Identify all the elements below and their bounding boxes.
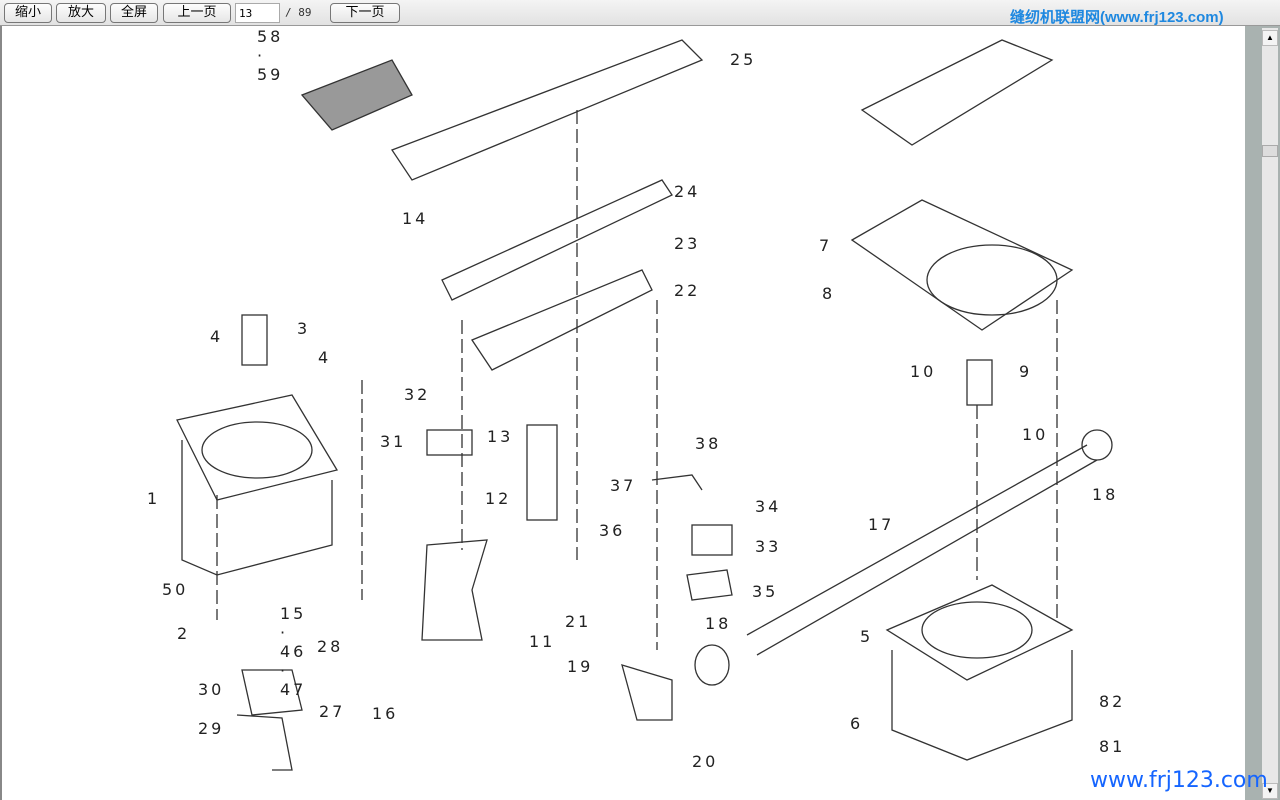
- part-label: 33: [755, 537, 782, 556]
- motor-1-top: [176, 394, 339, 501]
- part-label: 28: [317, 637, 344, 656]
- plate-top-right-part: [860, 39, 1054, 146]
- document-viewer[interactable]: 58 · 59 25 24 14 23 22 7 8 3 4 4 10 9 10…: [0, 26, 1245, 800]
- part-label: 10: [910, 362, 937, 381]
- part-label: 16: [372, 704, 399, 723]
- part-label: 34: [755, 497, 782, 516]
- part-label: 7: [819, 236, 833, 255]
- part-label: 29: [198, 719, 225, 738]
- grid-plate-part: [300, 59, 413, 131]
- part-label: 3: [297, 319, 311, 338]
- motor-5-top: [885, 584, 1074, 681]
- part-label: 1: [147, 489, 161, 508]
- throat-plate-part: [391, 39, 704, 181]
- fullscreen-button[interactable]: 全屏: [110, 3, 158, 23]
- page-number-input[interactable]: [235, 3, 280, 23]
- part-label: 5: [860, 627, 874, 646]
- part-label: 6: [850, 714, 864, 733]
- part-label: 30: [198, 680, 225, 699]
- part-label: 18: [705, 614, 732, 633]
- parts-diagram: [176, 39, 1113, 771]
- part-label: 20: [692, 752, 719, 771]
- part-label: 58 · 59: [257, 27, 284, 84]
- arm-11-part: [421, 539, 488, 641]
- part-label: 9: [1019, 362, 1033, 381]
- part-label: 36: [599, 521, 626, 540]
- part-label: 10: [1022, 425, 1049, 444]
- part-label: 18: [1092, 485, 1119, 504]
- part-label: 11: [529, 632, 556, 651]
- vertical-scrollbar[interactable]: [1262, 28, 1278, 798]
- part-label: 81: [1099, 737, 1126, 756]
- part-label: 15 · 46 · 47: [280, 604, 307, 699]
- part-label: 37: [610, 476, 637, 495]
- site-title[interactable]: 缝纫机联盟网(www.frj123.com): [1010, 9, 1224, 26]
- total-pages: / 89: [285, 6, 312, 19]
- scroll-down-arrow-icon[interactable]: ▼: [1262, 783, 1278, 799]
- part-label: 8: [822, 284, 836, 303]
- part-label: 4: [210, 327, 224, 346]
- next-page-button[interactable]: 下一页: [330, 3, 400, 23]
- scrollbar-thumb[interactable]: [1262, 145, 1278, 157]
- part-label: 24: [674, 182, 701, 201]
- part-label: 38: [695, 434, 722, 453]
- site-watermark: www.frj123.com: [1090, 768, 1268, 793]
- part-label: 31: [380, 432, 407, 451]
- part-label: 50: [162, 580, 189, 599]
- part-label: 82: [1099, 692, 1126, 711]
- part-label: 13: [487, 427, 514, 446]
- part-label: 23: [674, 234, 701, 253]
- part-label: 27: [319, 702, 346, 721]
- part-label: 14: [402, 209, 429, 228]
- toolbar: 缩小 放大 全屏 上一页 / 89 下一页 缝纫机联盟网(www.frj123.…: [0, 0, 1280, 26]
- part-label: 12: [485, 489, 512, 508]
- zoom-out-button[interactable]: 缩小: [4, 3, 52, 23]
- prev-page-button[interactable]: 上一页: [163, 3, 231, 23]
- part-label: 2: [177, 624, 191, 643]
- part-19: [621, 664, 673, 721]
- part-label: 25: [730, 50, 757, 69]
- part-label: 32: [404, 385, 431, 404]
- scroll-up-arrow-icon[interactable]: ▲: [1262, 30, 1278, 46]
- part-label: 22: [674, 281, 701, 300]
- feed-bar-part: [441, 179, 673, 301]
- part-label: 17: [868, 515, 895, 534]
- zoom-in-button[interactable]: 放大: [56, 3, 106, 23]
- part-label: 35: [752, 582, 779, 601]
- rod-17-part: [746, 444, 1098, 656]
- part-label: 21: [565, 612, 592, 631]
- part-label: 4: [318, 348, 332, 367]
- plate-22-part: [471, 269, 653, 371]
- part-label: 19: [567, 657, 594, 676]
